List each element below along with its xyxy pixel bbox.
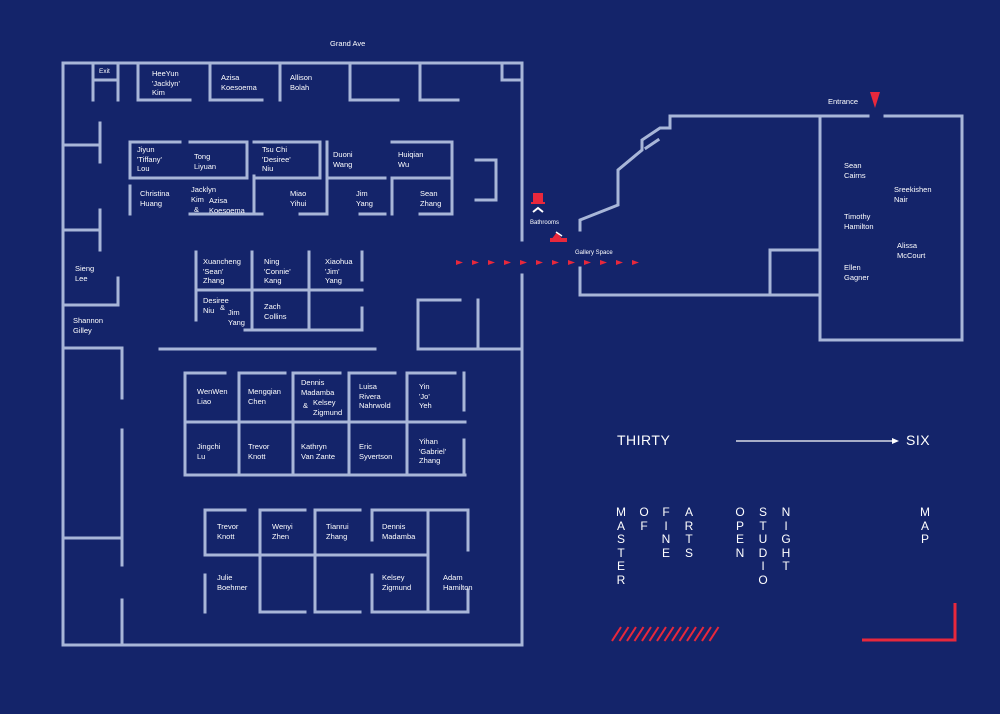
studio-label: Allison Bolah xyxy=(290,73,313,92)
gallery-icon xyxy=(550,231,567,242)
hatch-line xyxy=(678,626,690,642)
route-arrow-icon xyxy=(552,260,559,265)
studio-label: Timothy Hamilton xyxy=(844,212,874,231)
studio-label: Alissa McCourt xyxy=(897,241,926,260)
studio-label: Jingchi Lu xyxy=(197,442,221,461)
title-six: SIX xyxy=(906,432,931,448)
studio-label: Duoni Wang xyxy=(333,150,353,169)
hatch-line xyxy=(671,626,682,642)
studio-label: Trevor Knott xyxy=(248,442,270,461)
studio-label: Yin 'Jo' Yeh xyxy=(419,382,432,410)
hatch-line xyxy=(648,626,660,642)
corner-bracket xyxy=(862,603,957,642)
hatch-line xyxy=(656,626,667,642)
route-arrow-icon xyxy=(536,260,543,265)
hatch-line xyxy=(701,626,712,642)
studio-label: Luisa Rivera Nahrwold xyxy=(359,382,391,410)
studio-label: Dennis Madamba xyxy=(382,522,416,541)
hatch-line xyxy=(708,626,720,642)
studio-label: Sreekishen Nair xyxy=(894,185,932,204)
studio-label: Azisa Koesoema xyxy=(209,196,245,215)
route-arrow-icon xyxy=(488,260,495,265)
route-arrow-icon xyxy=(520,260,527,265)
studio-label: Ning 'Connie' Kang xyxy=(264,257,291,285)
studio-label: Eric Syvertson xyxy=(359,442,393,461)
restroom-icon xyxy=(531,193,545,213)
studio-label: Wenyi Zhen xyxy=(272,522,293,541)
route-arrows xyxy=(456,260,639,265)
gallery-label: Gallery Space xyxy=(575,250,613,256)
studio-label: Kathryn Van Zante xyxy=(301,442,336,461)
route-arrow-icon xyxy=(568,260,575,265)
hatch-line xyxy=(693,626,705,642)
arrow-right-icon xyxy=(736,438,899,444)
route-arrow-icon xyxy=(616,260,623,265)
hatch-line xyxy=(611,626,622,642)
title-thirty: THIRTY xyxy=(617,432,671,448)
route-arrow-icon xyxy=(632,260,639,265)
studio-label: Trevor Knott xyxy=(217,522,239,541)
studio-label: Xuancheng 'Sean' Zhang xyxy=(203,257,241,285)
hatch-line xyxy=(641,626,652,642)
studio-label: Zach Collins xyxy=(264,302,287,321)
hatch-line xyxy=(633,626,645,642)
studio-label: Sean Zhang xyxy=(420,189,442,208)
studio-label: Julie Boehmer xyxy=(217,573,248,592)
studio-label: & xyxy=(194,205,200,214)
studio-label: Jacklyn Kim xyxy=(191,185,217,204)
studio-label: & xyxy=(303,401,309,410)
studio-label: WenWen Liao xyxy=(197,387,228,406)
studio-label: Kelsey Zigmund xyxy=(382,573,412,592)
studio-label: Miao Yihui xyxy=(290,189,307,208)
studio-label: HeeYun 'Jacklyn' Kim xyxy=(152,69,180,97)
exit-label: Exit xyxy=(99,68,110,75)
route-arrow-icon xyxy=(600,260,607,265)
studio-label: Sieng Lee xyxy=(75,264,95,283)
hatch-decoration xyxy=(611,626,720,642)
route-arrow-icon xyxy=(472,260,479,265)
studio-label: Desiree Niu xyxy=(203,296,229,315)
studio-label: Tianrui Zhang xyxy=(326,522,349,541)
bathrooms-label: Bathrooms xyxy=(530,220,560,226)
street-label: Grand Ave xyxy=(330,39,366,48)
studio-label: Shannon Gilley xyxy=(73,316,104,335)
studio-label: Ellen Gagner xyxy=(844,263,870,282)
route-arrow-icon xyxy=(504,260,511,265)
studio-label: Azisa Koesoema xyxy=(221,73,257,92)
studio-label: Jim Yang xyxy=(228,308,245,327)
studio-label: Dennis Madamba xyxy=(301,378,335,397)
studio-label: Jiyun 'Tiffany' Lou xyxy=(137,145,162,173)
hatch-line xyxy=(663,626,675,642)
studio-label: Jim Yang xyxy=(356,189,373,208)
hatch-line xyxy=(626,626,637,642)
hatch-line xyxy=(618,626,630,642)
entrance-marker-icon xyxy=(870,92,880,108)
route-arrow-icon xyxy=(456,260,463,265)
studio-label: Mengqian Chen xyxy=(248,387,281,406)
studio-label: Christina Huang xyxy=(140,189,170,208)
hatch-line xyxy=(686,626,697,642)
route-arrow-icon xyxy=(584,260,591,265)
studio-label: Tong Liyuan xyxy=(194,152,217,171)
studio-label: Xiaohua 'Jim' Yang xyxy=(325,257,353,285)
studio-label: Huiqian Wu xyxy=(398,150,424,169)
studio-label: Adam Hamilton xyxy=(443,573,473,592)
studio-label: Tsu Chi 'Desiree' Niu xyxy=(262,145,291,173)
entrance-label: Entrance xyxy=(828,97,859,106)
studio-label: Sean Cairns xyxy=(844,161,866,180)
studio-label: Yihan 'Gabriel' Zhang xyxy=(419,437,447,465)
studio-label: & xyxy=(220,303,226,312)
studio-label: Kelsey Zigmund xyxy=(313,398,343,417)
